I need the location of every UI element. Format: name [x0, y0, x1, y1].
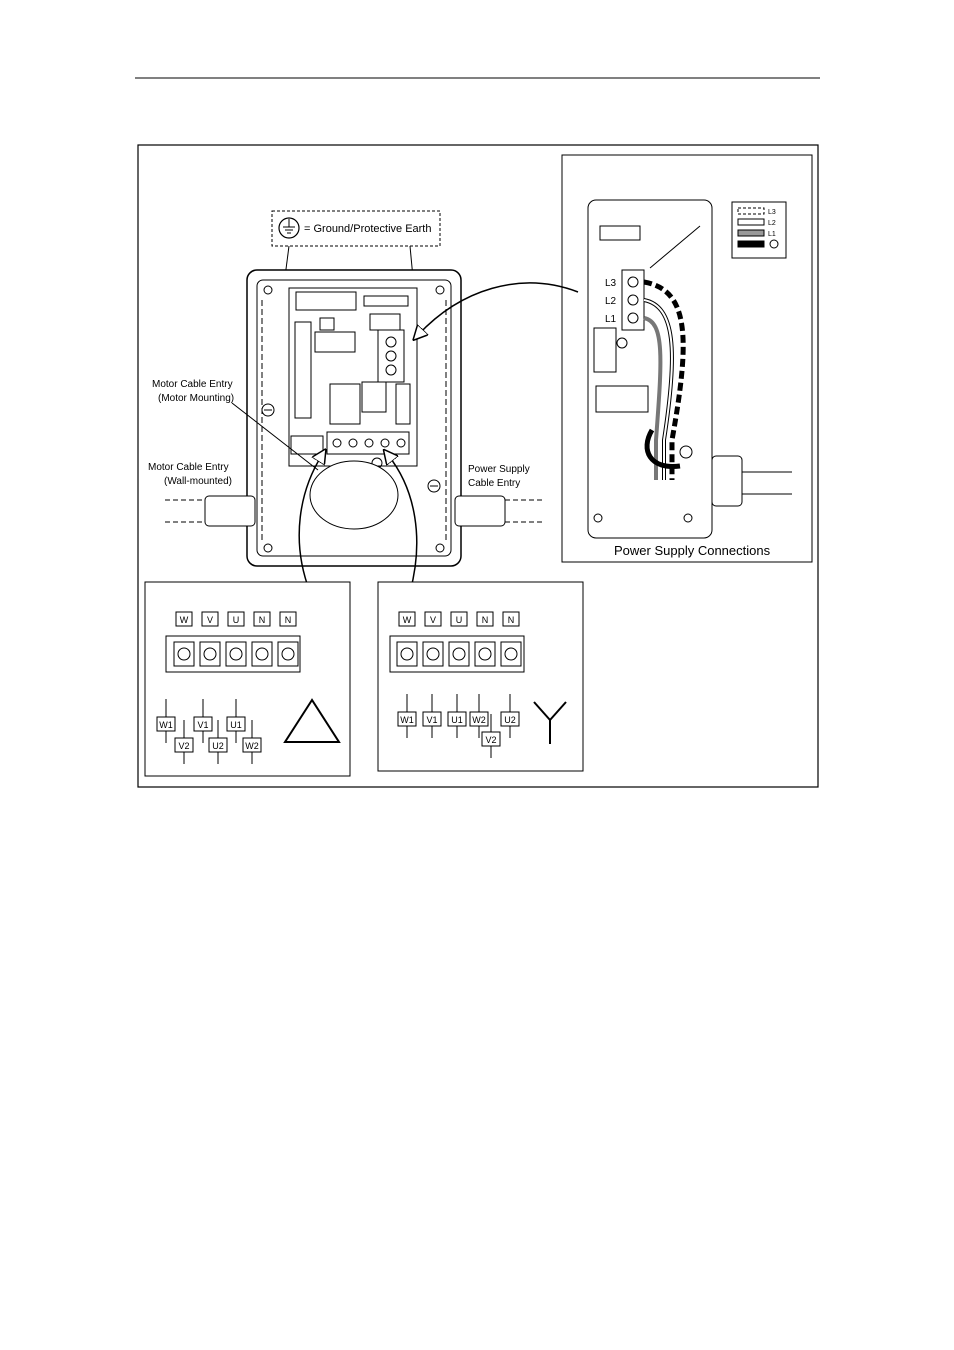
power-supply-inset: L3 L2 L1 L3 L2 L1 Power Supply Connectio… [562, 155, 812, 562]
delta-terminal-screw [226, 642, 246, 666]
star-wire-label: W1 [400, 715, 414, 725]
ground-legend-label: = Ground/Protective Earth [304, 223, 431, 235]
star-wire-label: U2 [504, 715, 516, 725]
star-wire-label: U1 [451, 715, 463, 725]
star-terminal-text: U [456, 615, 463, 625]
delta-wire-label: W1 [159, 720, 173, 730]
delta-wire-label: U2 [212, 741, 224, 751]
star-terminal-screw [449, 642, 469, 666]
delta-terminal-screw [200, 642, 220, 666]
svg-text:Motor Cable Entry: Motor Cable Entry [152, 379, 233, 390]
terminal-l1-label: L1 [605, 314, 617, 325]
key-l3: L3 [768, 209, 776, 216]
delta-wire-label: W2 [245, 741, 259, 751]
svg-text:Cable Entry: Cable Entry [468, 478, 520, 489]
delta-terminal-text: V [207, 615, 213, 625]
ground-symbol-icon [279, 218, 299, 238]
delta-wire-label: V2 [178, 741, 189, 751]
delta-terminal-screw [252, 642, 272, 666]
star-wire-label: W2 [472, 715, 486, 725]
delta-wire-label: V1 [197, 720, 208, 730]
star-terminal-text: W [403, 615, 412, 625]
delta-terminal-text: W [180, 615, 189, 625]
key-l2: L2 [768, 220, 776, 227]
svg-text:(Wall-mounted): (Wall-mounted) [164, 476, 232, 487]
star-terminal-screw [423, 642, 443, 666]
star-terminal-screw [475, 642, 495, 666]
star-wire-label: V1 [426, 715, 437, 725]
star-terminal-screw [501, 642, 521, 666]
terminal-l3-label: L3 [605, 278, 617, 289]
star-wire-label: V2 [485, 735, 496, 745]
svg-text:(Motor Mounting): (Motor Mounting) [158, 393, 234, 404]
star-terminal-screw [397, 642, 417, 666]
delta-terminal-text: N [259, 615, 266, 625]
key-l1: L1 [768, 231, 776, 238]
star-terminal-text: N [482, 615, 489, 625]
svg-text:Motor Cable Entry: Motor Cable Entry [148, 462, 229, 473]
svg-text:Power Supply: Power Supply [468, 464, 530, 475]
delta-terminal-text: N [285, 615, 292, 625]
delta-terminal-screw [278, 642, 298, 666]
star-terminal-text: V [430, 615, 436, 625]
delta-terminal-text: U [233, 615, 240, 625]
terminal-l2-label: L2 [605, 296, 617, 307]
delta-wire-label: U1 [230, 720, 242, 730]
star-terminal-text: N [508, 615, 515, 625]
power-caption: Power Supply Connections [614, 543, 771, 558]
delta-terminal-screw [174, 642, 194, 666]
